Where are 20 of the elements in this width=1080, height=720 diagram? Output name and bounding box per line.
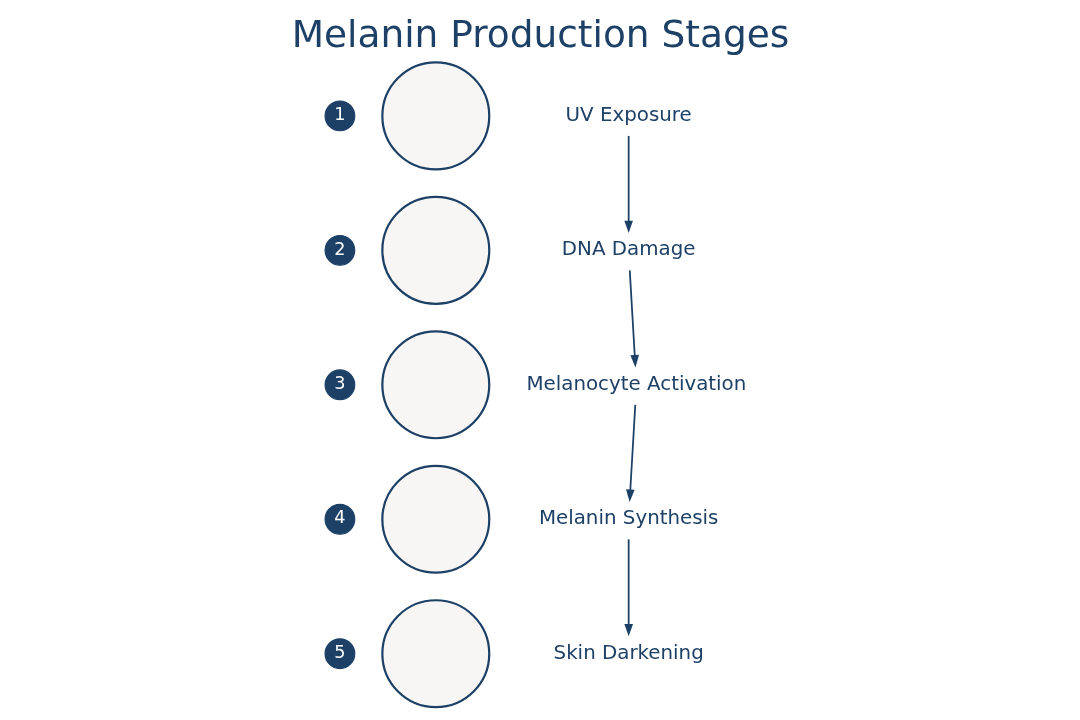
- node-circle: 1: [324, 100, 355, 132]
- node-circle: 4: [324, 503, 355, 535]
- arrow: [623, 538, 633, 637]
- node-text: Melanocyte Activation: [525, 371, 746, 395]
- node-circle: 3: [324, 369, 355, 401]
- node-circle: [380, 61, 490, 171]
- arrow: [623, 135, 633, 233]
- diagram-title: Melanin Production Stages: [291, 12, 789, 57]
- arrow: [625, 403, 636, 502]
- node-text: UV Exposure: [565, 102, 692, 126]
- node-circle: [380, 195, 490, 305]
- node-circle: [380, 330, 490, 440]
- node-text: DNA Damage: [561, 237, 695, 261]
- node-circle: 2: [324, 234, 355, 266]
- node-circle: [380, 464, 490, 574]
- arrow: [628, 269, 639, 368]
- node-circle: 5: [324, 638, 355, 670]
- node-text: Skin Darkening: [553, 640, 704, 664]
- node-circle: [380, 599, 490, 709]
- node-text: Melanin Synthesis: [538, 506, 718, 530]
